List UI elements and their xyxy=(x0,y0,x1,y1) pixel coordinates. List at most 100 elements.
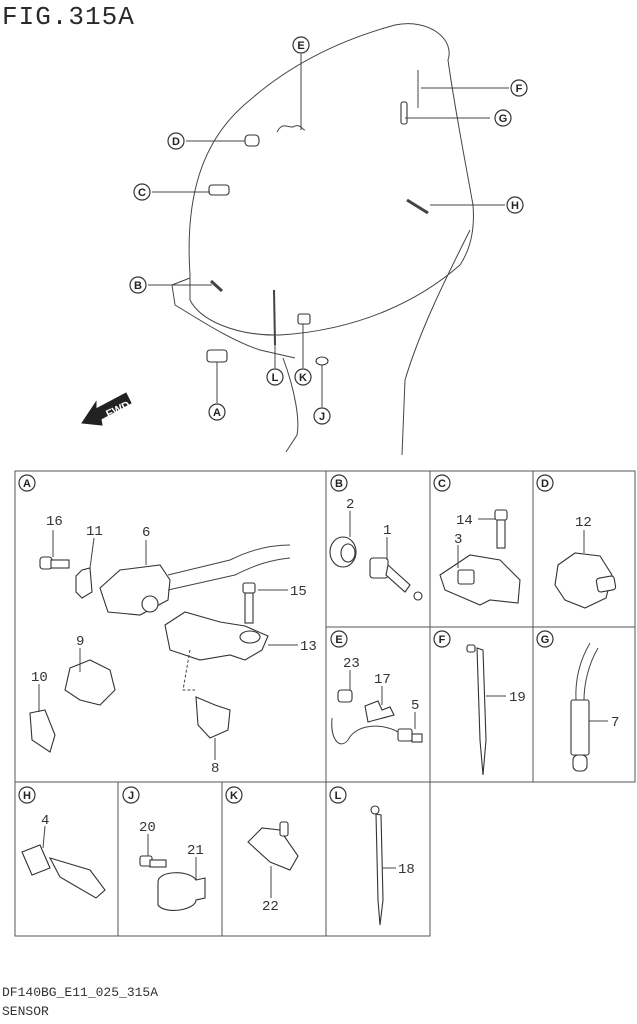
callout-circle xyxy=(208,403,226,421)
callout-letter: H xyxy=(23,790,31,802)
part-6-connector xyxy=(141,595,159,613)
part-number-17[interactable]: 17 xyxy=(374,672,391,688)
part-6-sensor-body xyxy=(99,564,171,616)
callout-circle xyxy=(433,474,451,492)
part-number-13[interactable]: 13 xyxy=(300,639,317,655)
overview-callout-g[interactable]: G xyxy=(494,109,512,127)
panel-h-drawings xyxy=(21,844,106,899)
overview-parts xyxy=(206,70,429,366)
overview-callout-j[interactable]: J xyxy=(313,407,331,425)
callout-letter: G xyxy=(541,634,550,646)
overview-callout-h[interactable]: H xyxy=(506,196,524,214)
part-number-18[interactable]: 18 xyxy=(398,862,415,878)
panel-label-h[interactable]: H xyxy=(18,786,36,804)
part-18-tie-head xyxy=(370,805,380,815)
overview-callout-e[interactable]: E xyxy=(292,36,310,54)
part-number-5[interactable]: 5 xyxy=(411,698,419,714)
part-23-clip xyxy=(337,689,353,703)
overview-callout-k[interactable]: K xyxy=(294,368,312,386)
part-number-11[interactable]: 11 xyxy=(86,524,103,540)
part-number-22[interactable]: 22 xyxy=(262,899,279,915)
part-number-19[interactable]: 19 xyxy=(509,690,526,706)
overview-callout-a[interactable]: A xyxy=(208,403,226,421)
part-19-tie-head xyxy=(466,644,476,653)
callout-circle xyxy=(122,786,140,804)
part-number-6[interactable]: 6 xyxy=(142,525,150,541)
callout-circle xyxy=(330,474,348,492)
callout-letter: K xyxy=(230,790,238,802)
panel-label-d[interactable]: D xyxy=(536,474,554,492)
part-number-7[interactable]: 7 xyxy=(611,715,619,731)
callout-letter: E xyxy=(297,40,304,52)
overview-callout-f[interactable]: F xyxy=(510,79,528,97)
panel-c-drawings xyxy=(439,509,521,606)
part-number-20[interactable]: 20 xyxy=(139,820,156,836)
callout-letter: B xyxy=(335,478,343,490)
callout-letter: C xyxy=(138,187,146,199)
part-number-3[interactable]: 3 xyxy=(454,532,462,548)
figure-title: FIG.315A xyxy=(2,2,135,32)
callout-circle xyxy=(18,786,36,804)
callout-circle xyxy=(133,183,151,201)
callout-letter: E xyxy=(335,634,342,646)
part-22-clip xyxy=(247,827,299,871)
part-number-12[interactable]: 12 xyxy=(575,515,592,531)
part-14-bolt-head xyxy=(494,509,508,521)
callout-circle xyxy=(494,109,512,127)
part-number-2[interactable]: 2 xyxy=(346,497,354,513)
part-number-16[interactable]: 16 xyxy=(46,514,63,530)
part-number-15[interactable]: 15 xyxy=(290,584,307,600)
callout-letter: L xyxy=(272,372,279,384)
callout-circle xyxy=(510,79,528,97)
part-14-thread xyxy=(496,519,506,549)
callout-circle xyxy=(313,407,331,425)
part-8-leader xyxy=(182,649,195,691)
part-1-sensor xyxy=(369,557,389,579)
part-13-bracket xyxy=(164,611,269,661)
part-number-23[interactable]: 23 xyxy=(343,656,360,672)
panel-k-drawings xyxy=(247,821,299,871)
part-6-cable xyxy=(167,544,291,576)
engine-cover-outline xyxy=(171,23,474,456)
panel-f-drawings xyxy=(466,644,487,776)
overview-part-a xyxy=(206,349,228,363)
overview-callout-l[interactable]: L xyxy=(266,368,284,386)
part-16-thread xyxy=(50,559,70,569)
panel-a-drawings xyxy=(29,544,291,753)
panel-label-l[interactable]: L xyxy=(329,786,347,804)
part-number-4[interactable]: 4 xyxy=(41,813,49,829)
callout-letter: J xyxy=(128,790,134,802)
part-leaders xyxy=(38,511,608,898)
panel-label-k[interactable]: K xyxy=(225,786,243,804)
overview-callout-d[interactable]: D xyxy=(167,132,185,150)
panel-j-drawings xyxy=(139,855,206,911)
panel-label-b[interactable]: B xyxy=(330,474,348,492)
callout-letter: F xyxy=(516,83,523,95)
panel-label-f[interactable]: F xyxy=(433,630,451,648)
part-number-14[interactable]: 14 xyxy=(456,513,473,529)
part-number-1[interactable]: 1 xyxy=(383,523,391,539)
part-number-9[interactable]: 9 xyxy=(76,634,84,650)
overview-callout-b[interactable]: B xyxy=(129,276,147,294)
part-9-clamp xyxy=(64,659,116,706)
panel-label-a[interactable]: A xyxy=(18,474,36,492)
callout-circle xyxy=(18,474,36,492)
callout-circle xyxy=(292,36,310,54)
part-16-bolt xyxy=(39,556,53,570)
part-number-21[interactable]: 21 xyxy=(187,843,204,859)
fwd-arrow: FWD xyxy=(81,392,132,426)
part-number-10[interactable]: 10 xyxy=(31,670,48,686)
panel-label-c[interactable]: C xyxy=(433,474,451,492)
overview-callout-c[interactable]: C xyxy=(133,183,151,201)
callout-circle xyxy=(129,276,147,294)
part-4-nipple xyxy=(21,844,51,876)
panel-label-e[interactable]: E xyxy=(330,630,348,648)
overview-part-j xyxy=(315,356,329,366)
part-21-clamp xyxy=(157,872,206,911)
panel-label-j[interactable]: J xyxy=(122,786,140,804)
overview-part-h xyxy=(406,198,429,215)
callout-circle xyxy=(330,630,348,648)
part-17-bracket xyxy=(364,700,395,723)
panel-label-g[interactable]: G xyxy=(536,630,554,648)
part-number-8[interactable]: 8 xyxy=(211,761,219,777)
